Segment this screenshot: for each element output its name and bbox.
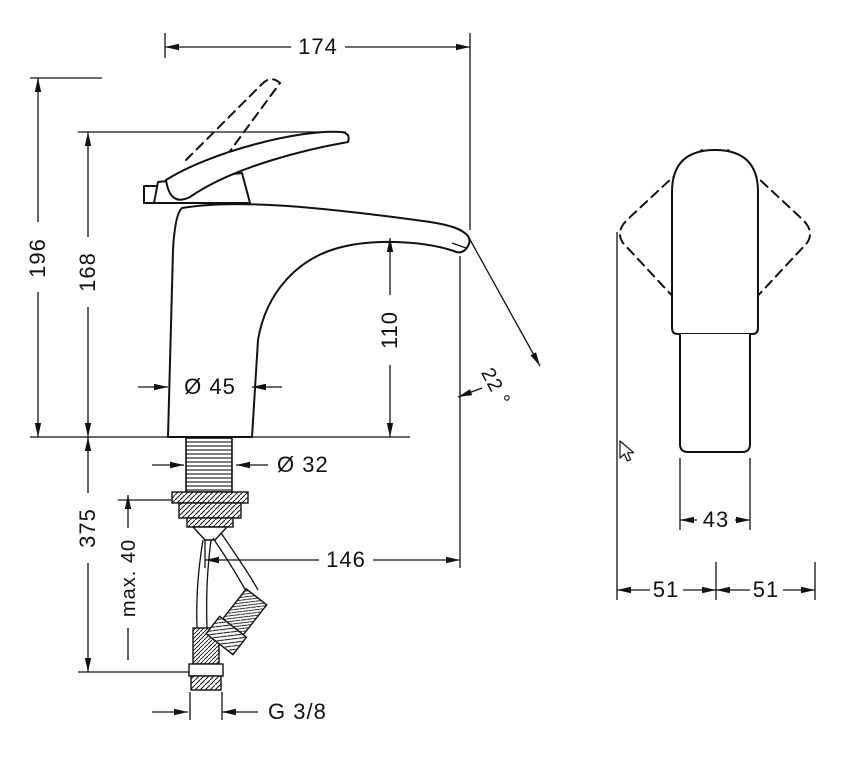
supply-hose-right	[205, 532, 268, 656]
threaded-shank	[185, 437, 233, 493]
supply-hose-left	[188, 539, 224, 691]
front-view: 43 51 51	[616, 149, 816, 602]
dim-168: 168	[74, 132, 102, 437]
dim-label-51-left: 51	[653, 577, 679, 602]
dim-label-d45: Ø 45	[184, 374, 236, 399]
dim-196: 196	[24, 78, 52, 437]
handle-raised-dashed	[185, 78, 282, 163]
mounting-nut	[171, 491, 249, 541]
dim-thread-g38: G 3/8	[152, 699, 327, 724]
dim-label-110: 110	[377, 311, 402, 349]
spout-aerator-line	[451, 242, 467, 249]
dim-43: 43	[680, 507, 750, 532]
dim-label-146: 146	[326, 547, 366, 572]
dim-146: 146	[205, 547, 460, 572]
handle-lever	[165, 130, 350, 201]
dim-label-d32: Ø 32	[277, 452, 329, 477]
dim-label-196: 196	[25, 238, 50, 278]
dim-375: 375	[74, 437, 102, 672]
faucet-body-spout	[167, 203, 471, 438]
dim-label-51-right: 51	[753, 577, 779, 602]
dim-label-max40: max. 40	[118, 539, 140, 617]
dim-diameter-32: Ø 32	[152, 452, 329, 477]
side-view: 174 196 168 110 Ø 45	[24, 33, 541, 724]
dim-label-168: 168	[75, 252, 100, 292]
dim-max-40: max. 40	[114, 495, 142, 660]
faucet-front-upper	[671, 149, 759, 335]
dim-label-g38: G 3/8	[268, 699, 327, 724]
dim-174: 174	[165, 34, 470, 59]
dim-diameter-45: Ø 45	[138, 374, 282, 399]
faucet-front-lower	[679, 334, 751, 453]
dim-angle-22: 22 °	[457, 235, 541, 410]
dim-51-right: 51	[716, 577, 815, 602]
dim-label-43: 43	[703, 507, 729, 532]
dim-51-left: 51	[617, 577, 716, 602]
dim-label-22deg: 22 °	[476, 364, 514, 409]
dim-110: 110	[376, 238, 404, 437]
handle-swing-dashed	[618, 149, 812, 303]
mouse-cursor-icon	[619, 440, 635, 462]
dim-label-375: 375	[75, 508, 100, 548]
dim-label-174: 174	[298, 34, 338, 59]
